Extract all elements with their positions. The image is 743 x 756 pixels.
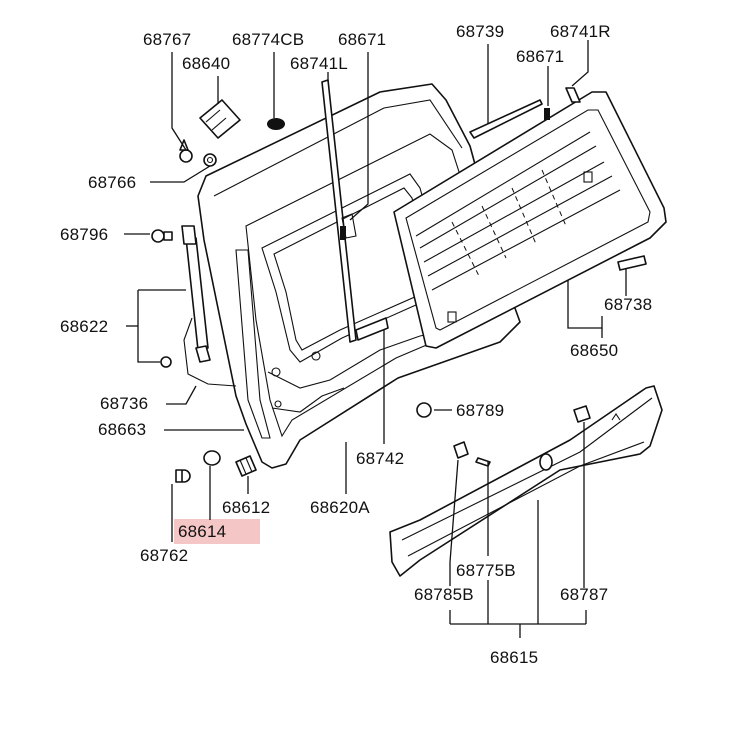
label-68742: 68742 <box>356 449 405 468</box>
label-68775b: 68775B <box>456 561 516 580</box>
tailgate-panel <box>197 83 521 469</box>
label-68762: 68762 <box>140 546 189 565</box>
seal-strip-top <box>469 99 543 139</box>
bolt-68736 <box>160 356 172 368</box>
clip-68785b <box>453 441 469 459</box>
label-68796: 68796 <box>60 225 109 244</box>
clip-68787 <box>573 405 591 423</box>
label-68767: 68767 <box>143 30 192 49</box>
label-68741l: 68741L <box>290 54 348 73</box>
washer-68766 <box>203 153 217 167</box>
leader-lines <box>124 40 627 638</box>
label-68741r: 68741R <box>550 22 611 41</box>
label-68736: 68736 <box>100 394 149 413</box>
clip-68789 <box>416 402 432 418</box>
label-68738: 68738 <box>604 295 653 314</box>
label-68612: 68612 <box>222 498 271 517</box>
label-68774cb: 68774CB <box>232 30 305 49</box>
hinge-68640 <box>199 99 241 139</box>
label-68640: 68640 <box>182 54 231 73</box>
lower-garnish <box>389 385 663 577</box>
garnish-68742 <box>355 317 389 341</box>
label-68787: 68787 <box>560 585 609 604</box>
label-68650: 68650 <box>570 341 619 360</box>
label-68620a: 68620A <box>310 498 370 517</box>
seal-strip-left <box>321 79 357 343</box>
gas-spring <box>185 237 209 351</box>
label-68671-b: 68671 <box>516 47 565 66</box>
label-68789: 68789 <box>456 401 505 420</box>
label-68615: 68615 <box>490 648 539 667</box>
label-68663: 68663 <box>98 420 147 439</box>
label-68766: 68766 <box>88 173 137 192</box>
bolt-68767 <box>179 149 193 163</box>
molding-68738 <box>617 255 647 271</box>
label-68622: 68622 <box>60 317 109 336</box>
label-68785b: 68785B <box>414 585 474 604</box>
label-68739: 68739 <box>456 22 505 41</box>
label-68671-a: 68671 <box>338 30 387 49</box>
bumper-68614 <box>203 450 221 466</box>
bolt-68796 <box>151 229 165 243</box>
highlight-68614 <box>174 519 260 544</box>
label-68614: 68614 <box>178 522 227 541</box>
